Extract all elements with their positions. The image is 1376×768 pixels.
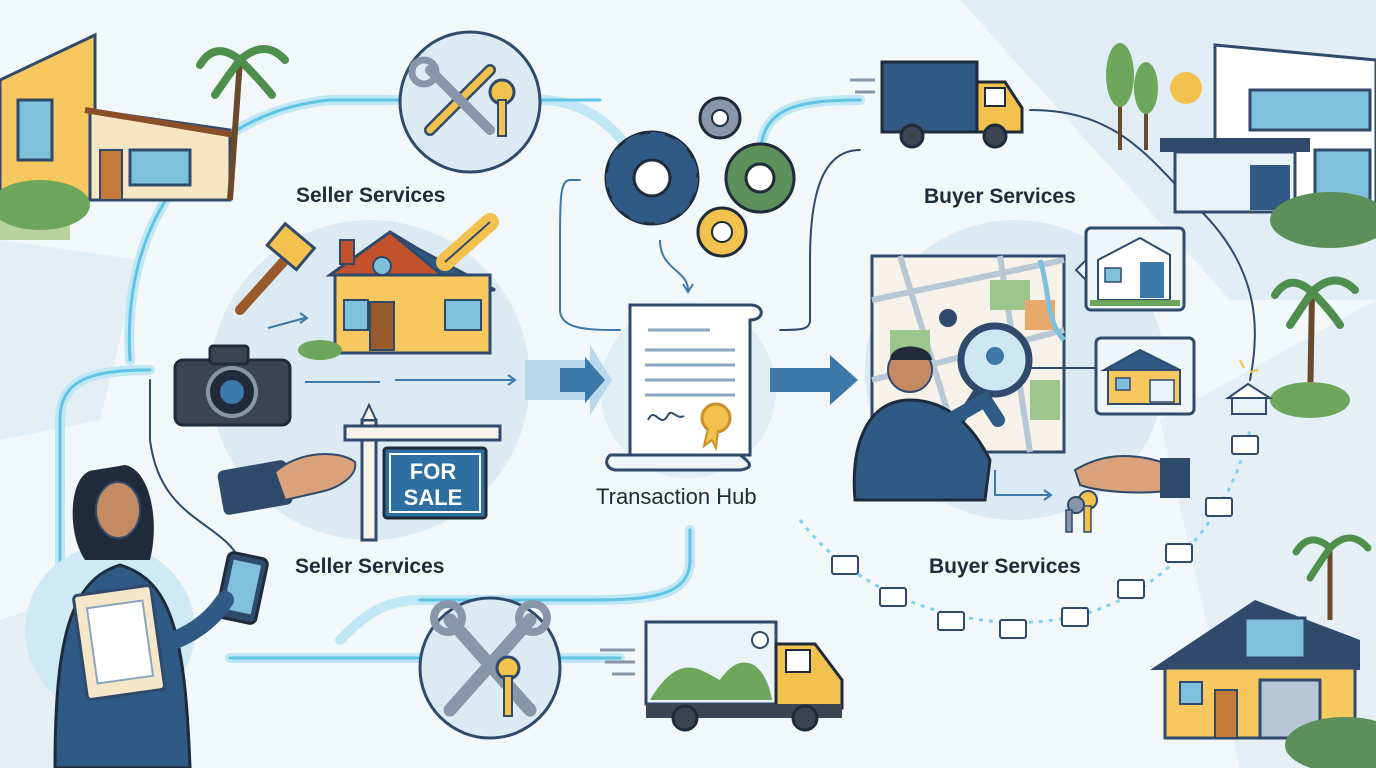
seller-house-illustration [298,230,496,360]
seller-services-label-top: Seller Services [296,184,446,207]
hand-placing-sign-illustration [217,453,357,515]
monitor-icons [831,435,1259,639]
seller-arrows [267,312,517,386]
house-bottom-right-illustration [1150,534,1376,768]
tools-icon [398,30,542,174]
buyer-services-label-top: Buyer Services [924,185,1076,208]
gear-to-hub-arrow [659,239,694,294]
marker-icon [436,213,499,271]
paintbrush-icon [235,221,317,315]
palm-right-illustration [1224,276,1359,418]
property-card-2 [1094,336,1196,416]
camera-icon [173,344,292,427]
property-card-1 [1074,226,1186,312]
magnifier-icon [955,322,1098,425]
modern-house-top-right-illustration [1106,43,1376,248]
hub-to-buyer-arrow [770,355,858,405]
wrench-keys-icon [418,596,562,740]
handing-keys-illustration [1065,455,1190,533]
transaction-hub-label: Transaction Hub [596,484,757,509]
house-top-left-illustration [0,32,289,240]
buyer-services-label-bottom: Buyer Services [929,555,1081,578]
for-sale-sign-illustration [343,402,502,542]
buyer-person-illustration [852,346,1005,502]
agent-woman-illustration [25,465,269,768]
delivery-truck-top-icon [850,60,1024,149]
seller-to-hub-arrow [525,345,612,415]
contract-document-icon [605,303,763,472]
seller-services-label-bottom: Seller Services [295,555,445,578]
image-truck-bottom-icon [600,620,844,732]
sign-line-for: FOR [410,459,457,484]
gears-icon [604,96,796,258]
buyer-arrow [994,470,1053,501]
sign-line-sale: SALE [404,485,463,510]
